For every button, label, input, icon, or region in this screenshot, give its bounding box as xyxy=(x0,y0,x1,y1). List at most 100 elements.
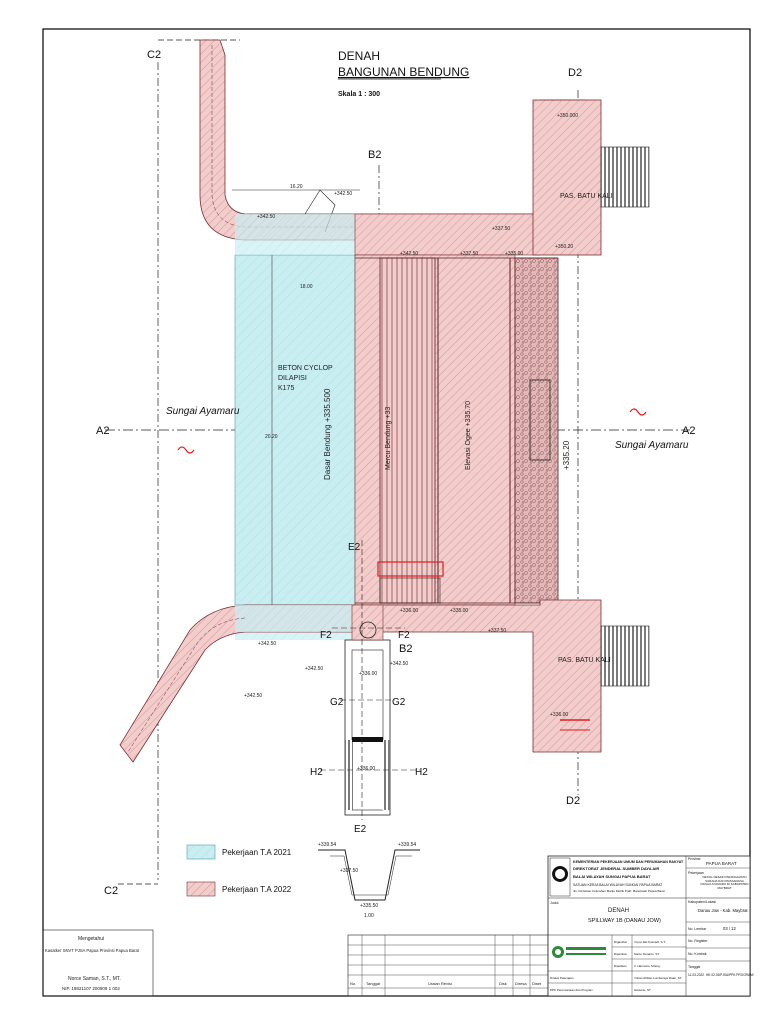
lower-wall-right xyxy=(354,599,602,753)
intake-culvert-left xyxy=(345,740,353,810)
title-block xyxy=(547,855,751,997)
tb-row-1-label: Digambar xyxy=(614,940,627,944)
section-detail-inner xyxy=(330,855,412,896)
tb-no-kontrak: HK.02.03/PJSA/PPK.PROGRAM/ xyxy=(706,973,754,977)
elev-5: +342.50 xyxy=(258,641,276,647)
apron-inner-box xyxy=(529,379,551,461)
stone-apron xyxy=(514,257,559,604)
label-beton-1: BETON CYCLOP xyxy=(278,365,333,372)
label-elevasi-ogee: Elevasi Ogee +335.70 xyxy=(465,401,472,470)
approval-role: Kasatker SNVT PJSA Papua Provinsi Papua … xyxy=(45,948,140,953)
elev-10: +342.50 xyxy=(390,661,408,667)
section-detail-bottom: +335.50 xyxy=(360,903,378,909)
label-pas-batu-bottom: PAS. BATU KALI xyxy=(558,657,611,664)
elev-6: +342.50 xyxy=(244,693,262,699)
approval-nip: NIP. 19821107 200909 1 002 xyxy=(62,986,120,991)
riprap-top xyxy=(600,146,650,208)
tb-row-3-value: Ir. Harmoko, M.Eng. xyxy=(634,964,661,968)
section-mark-f2-left: F2 xyxy=(320,630,332,641)
rev-header-tanggal: Tanggal xyxy=(366,981,380,986)
tb-provinsi: PAPUA BARAT xyxy=(706,861,737,866)
flow-arrow-left-icon xyxy=(177,446,195,454)
section-mark-d2-top: D2 xyxy=(568,67,582,79)
intake-gate-black xyxy=(352,737,383,742)
elev-9: +336.00 xyxy=(359,671,377,677)
rev-header-uraian: Uraian Revisi xyxy=(428,981,452,986)
tb-tanggal-label: Tanggal xyxy=(688,965,700,969)
section-mark-a2-right: A2 xyxy=(682,425,695,437)
tb-provinsi-label: Provinsi xyxy=(688,857,701,861)
tb-satker: SATUAN KERJA BALAI WILAYAH SUNGAI PAPUA … xyxy=(573,883,662,887)
section-detail-mid: +337.50 xyxy=(340,868,358,874)
dim-1: 16.20 xyxy=(290,184,303,190)
section-detail-top-right: +339.54 xyxy=(398,842,416,848)
legend-label-2021: Pekerjaan T.A 2021 xyxy=(222,848,292,857)
elev-18: +335.00 xyxy=(450,608,468,614)
tb-tanggal: 11-03-2022 xyxy=(688,973,704,977)
revision-table xyxy=(347,934,549,997)
tb-judul-1: DENAH xyxy=(608,908,629,914)
tb-row-5-value: Harsono, ST. xyxy=(634,988,652,992)
dim-2: 18.00 xyxy=(300,284,313,290)
tb-kabupaten: Danau Jow - Kab. Maybrat xyxy=(698,908,748,913)
tb-address: Jln. Pertanian Kelurahan Maripi Distrik … xyxy=(573,889,665,893)
legend-swatch-2022 xyxy=(186,881,216,897)
approval-name: Norce Saman, S.T., MT. xyxy=(68,976,121,982)
section-detail-top-left: +339.54 xyxy=(318,842,336,848)
label-dasar-bendung: Dasar Bendung +335.500 xyxy=(323,388,332,480)
tb-row-2-value: Santo Susanto, ST. xyxy=(634,952,660,956)
elev-13: +337.50 xyxy=(460,251,478,257)
section-mark-b2-bottom: B2 xyxy=(399,643,412,655)
tb-pekerjaan: DETAIL DESAIN PENINGKATAN SARANA DAN PRA… xyxy=(700,876,749,890)
tb-judul-2: SPILLWAY 1B (DANAU JOW) xyxy=(588,918,661,924)
elev-7: +337.50 xyxy=(488,628,506,634)
tb-kabupaten-label: Kabupaten/Lokasi xyxy=(688,900,716,904)
approval-box xyxy=(42,929,154,997)
rev-header-diset: Diset xyxy=(532,981,542,986)
tb-balai: BALAI WILAYAH SUNGAI PAPUA BARAT xyxy=(573,874,651,879)
label-mercu: Mercu Bendung +33 xyxy=(385,407,392,470)
legend-label-2022: Pekerjaan T.A 2022 xyxy=(222,885,292,894)
section-mark-f2-right: F2 xyxy=(398,630,410,641)
tb-no-register-label: No. Register xyxy=(688,939,708,943)
elev-16: +336.00 xyxy=(550,712,568,718)
elev-12: +342.50 xyxy=(400,251,418,257)
drawing-scale: Skala 1 : 300 xyxy=(338,91,380,98)
consultant-logo-icon xyxy=(552,946,606,958)
dim-3: 20.20 xyxy=(265,434,278,440)
elev-1: +350.000 xyxy=(557,113,578,119)
tb-row-3-label: Dipetikan xyxy=(614,964,627,968)
label-lantai: +335.20 xyxy=(562,440,571,470)
drawing-title-line2: BANGUNAN BENDUNG xyxy=(338,65,469,79)
section-mark-g2-left: G2 xyxy=(330,697,344,708)
elev-14: +335.00 xyxy=(505,251,523,257)
elev-8: +342.50 xyxy=(305,666,323,672)
section-mark-c2-bottom: C2 xyxy=(104,885,118,897)
section-mark-g2-right: G2 xyxy=(392,697,406,708)
tb-no-lembar: 03 / 12 xyxy=(723,926,736,931)
tb-row-5-label: PPK Perencanaan dan Program xyxy=(550,988,593,992)
tb-judul-label: Judul xyxy=(550,901,559,905)
elev-3: +342.50 xyxy=(334,191,352,197)
gate-highlight xyxy=(377,561,444,577)
tb-row-4-value: Yohan Afrilian Lumberaya Daan, ST. xyxy=(634,976,682,980)
section-mark-b2-top: B2 xyxy=(368,149,381,161)
tb-pekerjaan-wrap: DETAIL DESAIN PENINGKATAN SARANA DAN PRA… xyxy=(700,876,749,890)
approval-heading: Mengetahui xyxy=(78,936,104,942)
pas-batu-top-block xyxy=(532,99,602,256)
river-label-right: Sungai Ayamaru xyxy=(615,440,689,451)
flow-arrow-right-icon xyxy=(629,408,647,416)
label-pas-batu-top: PAS. BATU KALI xyxy=(560,193,613,200)
tb-row-4-label: Direksi Pekerjaan xyxy=(550,976,574,980)
elev-4: +337.50 xyxy=(492,226,510,232)
intake-valve xyxy=(359,621,377,639)
rev-header-diresa: Diresa xyxy=(515,981,527,986)
area-2021-top-strip xyxy=(235,214,355,255)
section-mark-h2-left: H2 xyxy=(310,767,323,778)
section-mark-c2-top: C2 xyxy=(147,49,161,61)
tb-no-kontrak-label: No. Kontrak xyxy=(688,952,707,956)
tb-directorate: DIREKTORAT JENDERAL SUMBER DAYA AIR xyxy=(573,866,659,871)
intake-culvert-right xyxy=(382,740,390,810)
section-mark-e2-top: E2 xyxy=(348,542,361,553)
section-mark-a2-left: A2 xyxy=(96,425,109,437)
